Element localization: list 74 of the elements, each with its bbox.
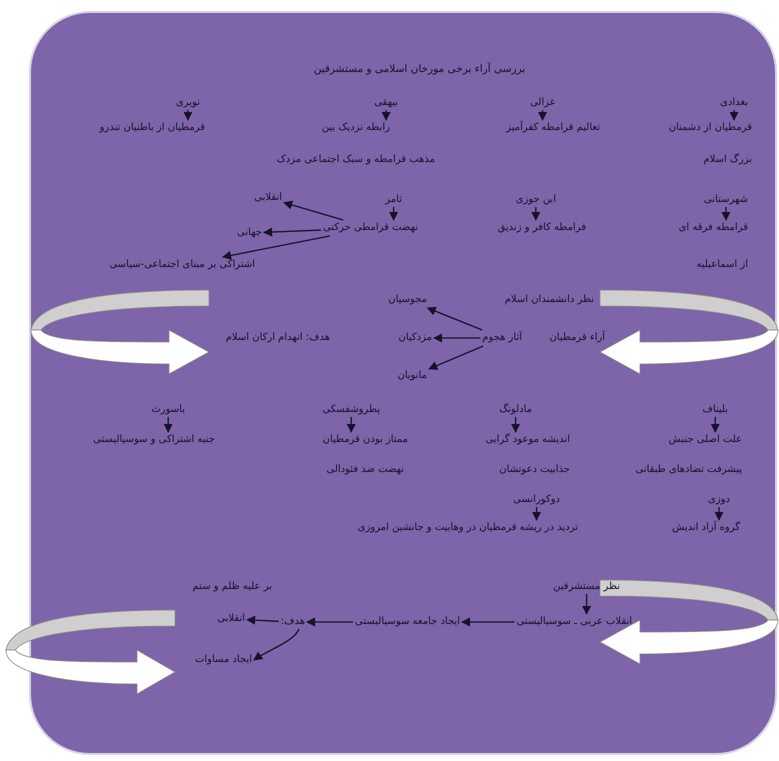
concept-text: اندیشه موعود گرایی bbox=[485, 433, 570, 447]
arrow bbox=[714, 507, 724, 521]
note-text: آراء قرمطیان bbox=[549, 331, 605, 345]
concept-text: مجوسیان bbox=[388, 293, 427, 307]
concept-text: انقلابی bbox=[254, 191, 282, 205]
concept-text: دوزی bbox=[708, 493, 730, 507]
arrow bbox=[253, 628, 300, 661]
concept-text: ایجاد جامعه سوسیالیستی bbox=[355, 615, 460, 629]
arrow bbox=[183, 110, 192, 121]
concept-text: ابن جوزی bbox=[516, 193, 556, 207]
concept-text: جذابیت دعوتشان bbox=[499, 463, 570, 477]
arrow bbox=[283, 200, 344, 221]
concept-text: بیهقی bbox=[374, 96, 398, 110]
concept-text: انقلاب عربی ـ سوسیالیستی bbox=[516, 615, 632, 629]
concept-text: مزدکیان bbox=[398, 331, 432, 345]
concept-text: پطروشفسکی bbox=[322, 403, 380, 417]
concept-text: نویری bbox=[176, 96, 200, 110]
arrow bbox=[433, 333, 480, 343]
concept-text: آثار هجوم bbox=[482, 331, 522, 345]
concept-text: دوکورانسی bbox=[513, 493, 560, 507]
arrow bbox=[582, 594, 592, 615]
concept-text: قرمطیان از باطنیان تندرو bbox=[100, 121, 205, 135]
concept-text: از اسماعیلیه bbox=[696, 258, 748, 272]
arrow bbox=[382, 110, 391, 121]
arrow bbox=[306, 617, 354, 627]
arrow bbox=[710, 417, 720, 433]
arrow bbox=[222, 235, 330, 260]
arrow bbox=[346, 417, 356, 433]
concept-text: گروه آزاد اندیش bbox=[672, 521, 740, 535]
concept-text: علت اصلی جنبش bbox=[668, 433, 742, 447]
concept-text: نظر مستشرقین bbox=[553, 580, 620, 594]
concept-text: اشتراکی بر مبنای اجتماعی-سیاسی bbox=[109, 258, 255, 272]
arrow bbox=[164, 417, 173, 433]
concept-text: قرامطه فرقه ای bbox=[678, 221, 748, 235]
arrow bbox=[538, 110, 548, 121]
concept-text: بغدادی bbox=[720, 96, 748, 110]
concept-text: مانویان bbox=[397, 369, 427, 383]
arrow bbox=[511, 417, 520, 433]
arrow bbox=[531, 207, 540, 221]
concept-text: رابطه نزدیک بین bbox=[322, 121, 390, 135]
concept-text: قرمطیان از دشمنان bbox=[668, 121, 752, 135]
concept-text: ممتاز بودن قرمطیان bbox=[322, 433, 408, 447]
concept-text: بلیناف bbox=[702, 403, 728, 417]
concept-text: شهرستانی bbox=[704, 193, 748, 207]
concept-text: ایجاد مساوات bbox=[194, 653, 252, 667]
note-text: هدف: انهدام ارکان اسلام bbox=[226, 331, 330, 345]
arrow bbox=[532, 507, 542, 521]
arrow bbox=[461, 617, 515, 627]
concept-text: قرامطه کافر و زندیق bbox=[498, 221, 586, 235]
concept-text: جنبه اشتراکی و سوسیالیستی bbox=[93, 433, 215, 447]
concept-text: مذهب قرامطه و سبک اجتماعی مزدک bbox=[276, 153, 435, 167]
concept-text: نهضت قرامطی حرکتی bbox=[322, 221, 418, 235]
concept-text: غزالی bbox=[530, 96, 555, 110]
arrow bbox=[263, 228, 321, 237]
concept-text: مادلونگ bbox=[499, 403, 532, 417]
concept-text: پیشرفت تضادهای طبقاتی bbox=[636, 463, 742, 477]
concept-text: بزرگ اسلام bbox=[703, 153, 752, 167]
arrow bbox=[426, 306, 482, 331]
concept-text: تعالیم قرامطه کفرآمیز bbox=[506, 121, 600, 135]
arrow bbox=[389, 207, 398, 221]
concept-text: هدف: bbox=[280, 615, 305, 629]
note-text: بر علیه ظلم و ستم bbox=[192, 580, 272, 594]
concept-text: ثامر bbox=[385, 193, 402, 207]
arrow bbox=[428, 345, 484, 370]
note-text: نظر دانشمندان اسلام bbox=[504, 293, 594, 307]
diagram-title: بررسی آراء برخی مورخان اسلامی و مستشرقین bbox=[312, 62, 526, 76]
arrow bbox=[246, 616, 279, 625]
concept-text: انقلابی bbox=[217, 612, 245, 626]
concept-text: تردید در ریشه قرمطیان در وهابیت و جانشین امروزی bbox=[358, 521, 578, 535]
arrow bbox=[730, 110, 739, 121]
concept-text: باسورث bbox=[151, 403, 185, 417]
concept-text: جهانی bbox=[237, 226, 262, 240]
arrow bbox=[721, 207, 730, 221]
concept-text: نهضت ضد فئودالی bbox=[326, 463, 404, 477]
